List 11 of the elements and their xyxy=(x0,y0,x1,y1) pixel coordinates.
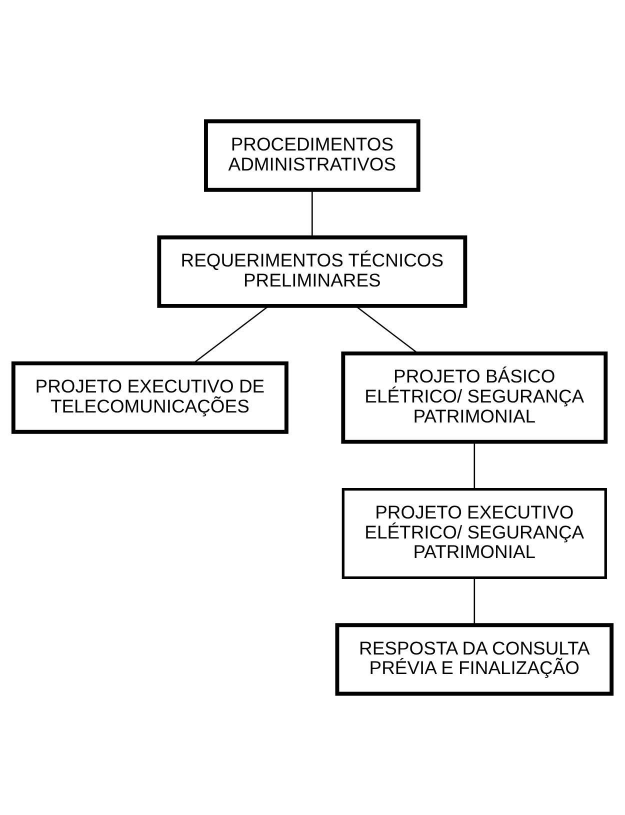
node-box: PROCEDIMENTOS ADMINISTRATIVOS xyxy=(204,119,420,192)
connector xyxy=(474,442,476,489)
node-box: REQUERIMENTOS TÉCNICOS PRELIMINARES xyxy=(157,235,468,308)
node-box: PROJETO EXECUTIVO DE TELECOMUNICAÇÕES xyxy=(11,361,288,434)
node-box: PROJETO EXECUTIVO ELÉTRICO/ SEGURANÇA PATRIMONIAL xyxy=(342,488,607,579)
connector xyxy=(355,305,418,354)
connector xyxy=(193,305,270,364)
node-box: RESPOSTA DA CONSULTA PRÉVIA E FINALIZAÇÃO xyxy=(335,623,614,696)
connector xyxy=(474,578,476,625)
connector xyxy=(312,190,313,238)
node-box: PROJETO BÁSICO ELÉTRICO/ SEGURANÇA PATRIMONIAL xyxy=(341,351,608,444)
